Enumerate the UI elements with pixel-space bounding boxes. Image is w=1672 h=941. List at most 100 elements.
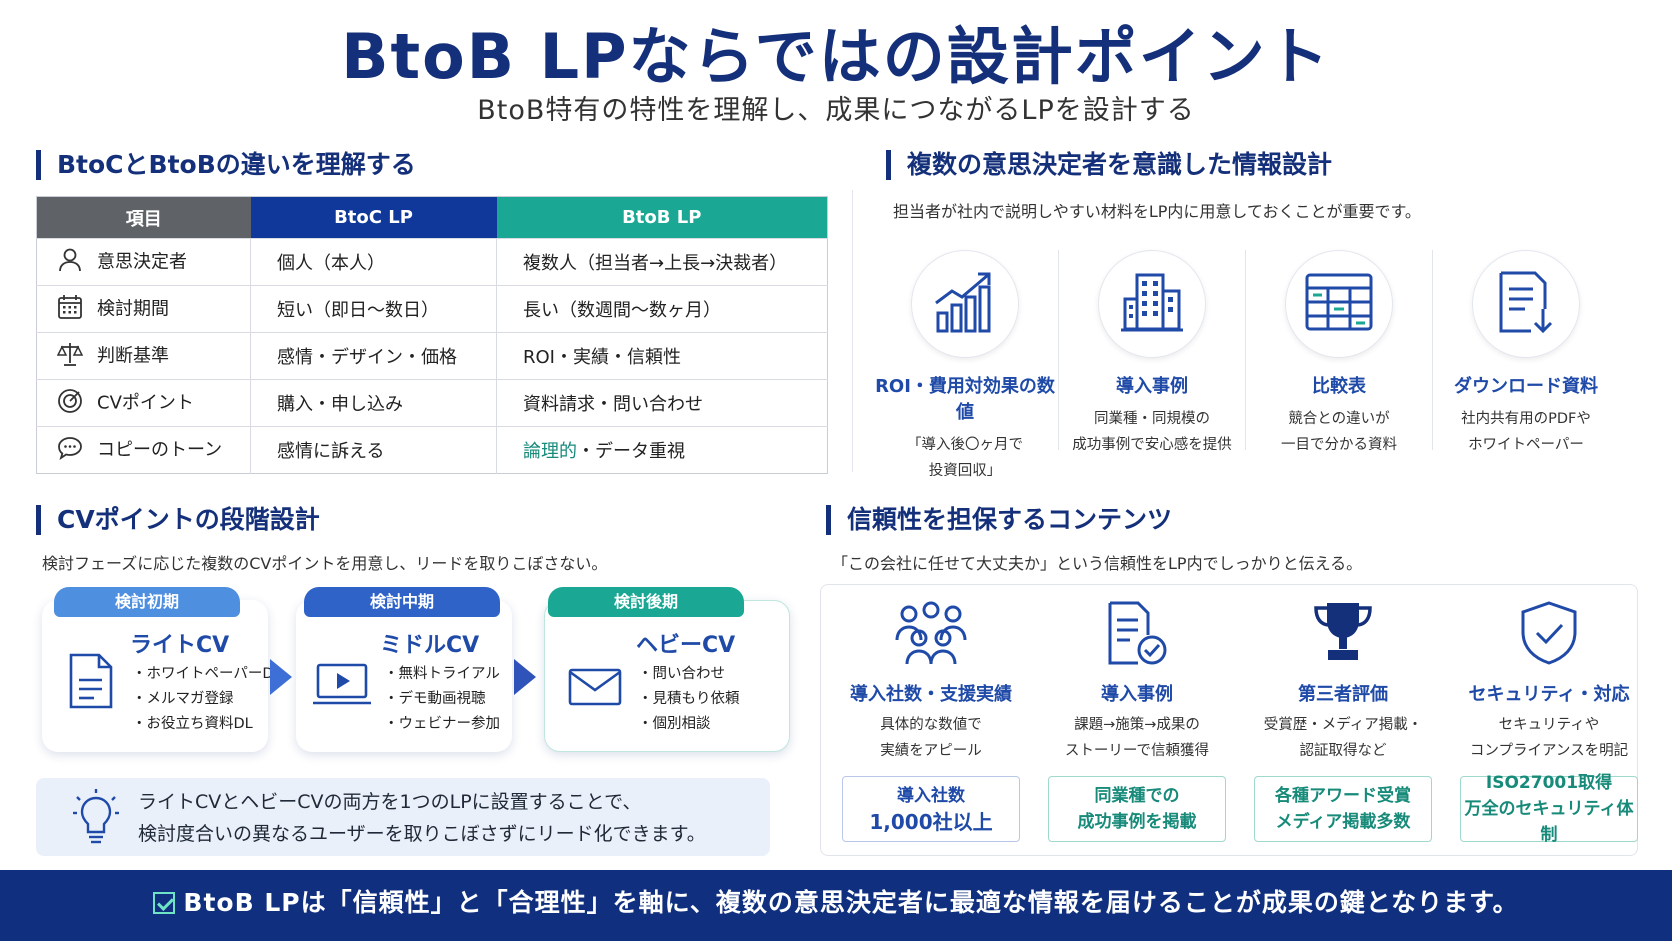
table-row: 判断基準 感情・デザイン・価格 ROI・実績・信頼性 [36, 332, 828, 380]
tip-line: ライトCVとヘビーCVの両方を1つのLPに設置することで、 [138, 791, 642, 813]
comparison-heading: BtoCとBtoBの違いを理解する [36, 150, 416, 180]
trust-desc-line: 受賞歴・メディア掲載・ [1263, 717, 1423, 733]
btoc-cell: 個人（本人） [250, 238, 497, 286]
page-subtitle: BtoB特有の特性を理解し、成果につながるLPを設計する [477, 95, 1195, 126]
stage-list-item: ・お役立ち資料DL [132, 716, 253, 732]
cv-stages-description: 検討フェーズに応じた複数のCVポイントを用意し、リードを取りこぼさない。 [42, 554, 608, 573]
stage-list: ・問い合わせ ・見積もり依頼 ・個別相談 [638, 662, 740, 737]
stage-list-item: ・ホワイトペーパーDL [132, 666, 282, 682]
btob-cell: ROI・実績・信頼性 [496, 332, 828, 380]
page-title: BtoB LPならではの設計ポイント [341, 20, 1331, 93]
btob-cell: 論理的・データ重視 [496, 426, 828, 474]
btob-cell-highlight: 論理的 [523, 441, 577, 462]
stage-list-item: ・個別相談 [638, 716, 711, 732]
shield-check-icon [1516, 601, 1582, 670]
tip-box [36, 778, 770, 856]
info-title: 導入事例 [1116, 376, 1188, 397]
info-desc-line: 「導入後〇ヶ月で [907, 437, 1023, 453]
decision-makers-heading: 複数の意思決定者を意識した情報設計 [886, 150, 1332, 180]
trust-stat-line: 導入社数 [897, 786, 965, 806]
info-items: ROI・費用対効果の数値 「導入後〇ヶ月で投資回収」 導入事例 同業種・同規模の… [872, 250, 1619, 484]
stage-list: ・無料トライアル ・デモ動画視聴 ・ウェビナー参加 [384, 662, 500, 737]
trust-stat: ISO27001取得万全のセキュリティ体制 [1460, 773, 1638, 845]
row-item-label: 意思決定者 [97, 251, 187, 272]
trust-description: 「この会社に任せて大丈夫か」という信頼性をLP内でしっかりと伝える。 [832, 554, 1363, 573]
row-item-label: コピーのトーン [97, 439, 223, 460]
document-check-icon [1104, 601, 1170, 670]
scale-icon [56, 341, 85, 372]
stage-list-item: ・見積もり依頼 [638, 691, 740, 707]
info-desc-line: 一目で分かる資料 [1281, 437, 1397, 453]
row-item-label: CVポイント [97, 392, 194, 413]
person-icon [57, 247, 85, 278]
btoc-cell: 感情・デザイン・価格 [250, 332, 497, 380]
stage-card-mid [296, 600, 512, 752]
trust-stat: 同業種での成功事例を掲載 [1048, 776, 1226, 842]
info-desc-line: 成功事例で安心感を提供 [1072, 437, 1232, 453]
item-separator [1058, 250, 1059, 450]
download-document-icon [1495, 269, 1557, 339]
stage-list-item: ・無料トライアル [384, 666, 500, 682]
trust-desc-line: 課題→施策→成果の [1074, 717, 1200, 733]
table-header-row: 項目 BtoC LP BtoB LP [36, 196, 828, 239]
stage-title: ヘビーCV [636, 633, 736, 658]
trust-stat: 各種アワード受賞メディア掲載多数 [1254, 776, 1432, 842]
tip-text: ライトCVとヘビーCVの両方を1つのLPに設置することで、 検討度合いの異なるユ… [138, 786, 706, 850]
section-divider [852, 190, 853, 472]
calendar-icon [57, 294, 85, 325]
tip-line: 検討度合いの異なるユーザーを取りこぼさずにリード化できます。 [138, 823, 706, 845]
envelope-icon [568, 668, 622, 710]
info-desc-line: 同業種・同規模の [1094, 411, 1210, 427]
stage-list-item: ・問い合わせ [638, 666, 725, 682]
video-play-icon [312, 662, 372, 712]
trust-stat-line: メディア掲載多数 [1275, 812, 1411, 832]
column-header-btoc: BtoC LP [250, 196, 497, 239]
trust-desc-line: 実績をアピール [880, 743, 982, 759]
stage-card-late [544, 600, 790, 752]
target-icon [57, 388, 85, 419]
trust-title: 導入事例 [1101, 684, 1173, 705]
info-item-download: ダウンロード資料 社内共有用のPDFやホワイトペーパー [1433, 250, 1619, 458]
trust-heading: 信頼性を担保するコンテンツ [826, 505, 1172, 535]
info-item-comparison: 比較表 競合との違いが一目で分かる資料 [1246, 250, 1432, 458]
trust-stat-line: 万全のセキュリティ体制 [1464, 799, 1634, 845]
stage-title: ライトCV [130, 633, 230, 658]
item-separator [1432, 250, 1433, 450]
trust-item-security: セキュリティ・対応 セキュリティやコンプライアンスを明記 ISO27001取得万… [1446, 600, 1652, 845]
info-item-case-study: 導入事例 同業種・同規模の成功事例で安心感を提供 [1059, 250, 1245, 458]
btoc-cell: 購入・申し込み [250, 379, 497, 427]
arrow-right-icon [270, 659, 292, 695]
btob-cell: 資料請求・問い合わせ [496, 379, 828, 427]
stage-list-item: ・ウェビナー参加 [384, 716, 500, 732]
trust-title: セキュリティ・対応 [1468, 684, 1630, 705]
btob-cell: 複数人（担当者→上長→決裁者） [496, 238, 828, 286]
column-header-item: 項目 [36, 196, 251, 239]
arrow-right-icon [514, 659, 536, 695]
info-title: ダウンロード資料 [1454, 376, 1598, 397]
info-desc-line: 競合との違いが [1288, 411, 1390, 427]
footer-banner: BtoB LPは「信頼性」と「合理性」を軸に、複数の意思決定者に最適な情報を届け… [0, 870, 1672, 941]
info-item-roi: ROI・費用対効果の数値 「導入後〇ヶ月で投資回収」 [872, 250, 1058, 484]
decision-makers-description: 担当者が社内で説明しやすい材料をLP内に用意しておくことが重要です。 [893, 202, 1421, 221]
trust-title: 第三者評価 [1298, 684, 1388, 705]
table-row: 検討期間 短い（即日〜数日） 長い（数週間〜数ヶ月） [36, 285, 828, 333]
stage-tag: 検討初期 [54, 587, 240, 617]
table-row: CVポイント 購入・申し込み 資料請求・問い合わせ [36, 379, 828, 427]
info-title: 比較表 [1312, 376, 1366, 397]
trust-item-case-study: 導入事例 課題→施策→成果のストーリーで信頼獲得 同業種での成功事例を掲載 [1034, 600, 1240, 842]
stage-title: ミドルCV [380, 633, 480, 658]
trust-item-third-party: 第三者評価 受賞歴・メディア掲載・認証取得など 各種アワード受賞メディア掲載多数 [1240, 600, 1446, 842]
trust-stat-line: 各種アワード受賞 [1275, 786, 1411, 806]
stage-tag: 検討後期 [548, 587, 744, 617]
trust-box [820, 584, 1638, 856]
chat-bubble-icon [57, 435, 85, 466]
trust-stat-line: ISO27001取得 [1485, 773, 1613, 793]
document-icon [68, 652, 114, 714]
cv-stages-heading: CVポイントの段階設計 [36, 505, 320, 535]
info-desc-line: 社内共有用のPDFや [1461, 411, 1591, 427]
column-header-btob: BtoB LP [496, 196, 828, 239]
building-icon [1119, 269, 1185, 339]
